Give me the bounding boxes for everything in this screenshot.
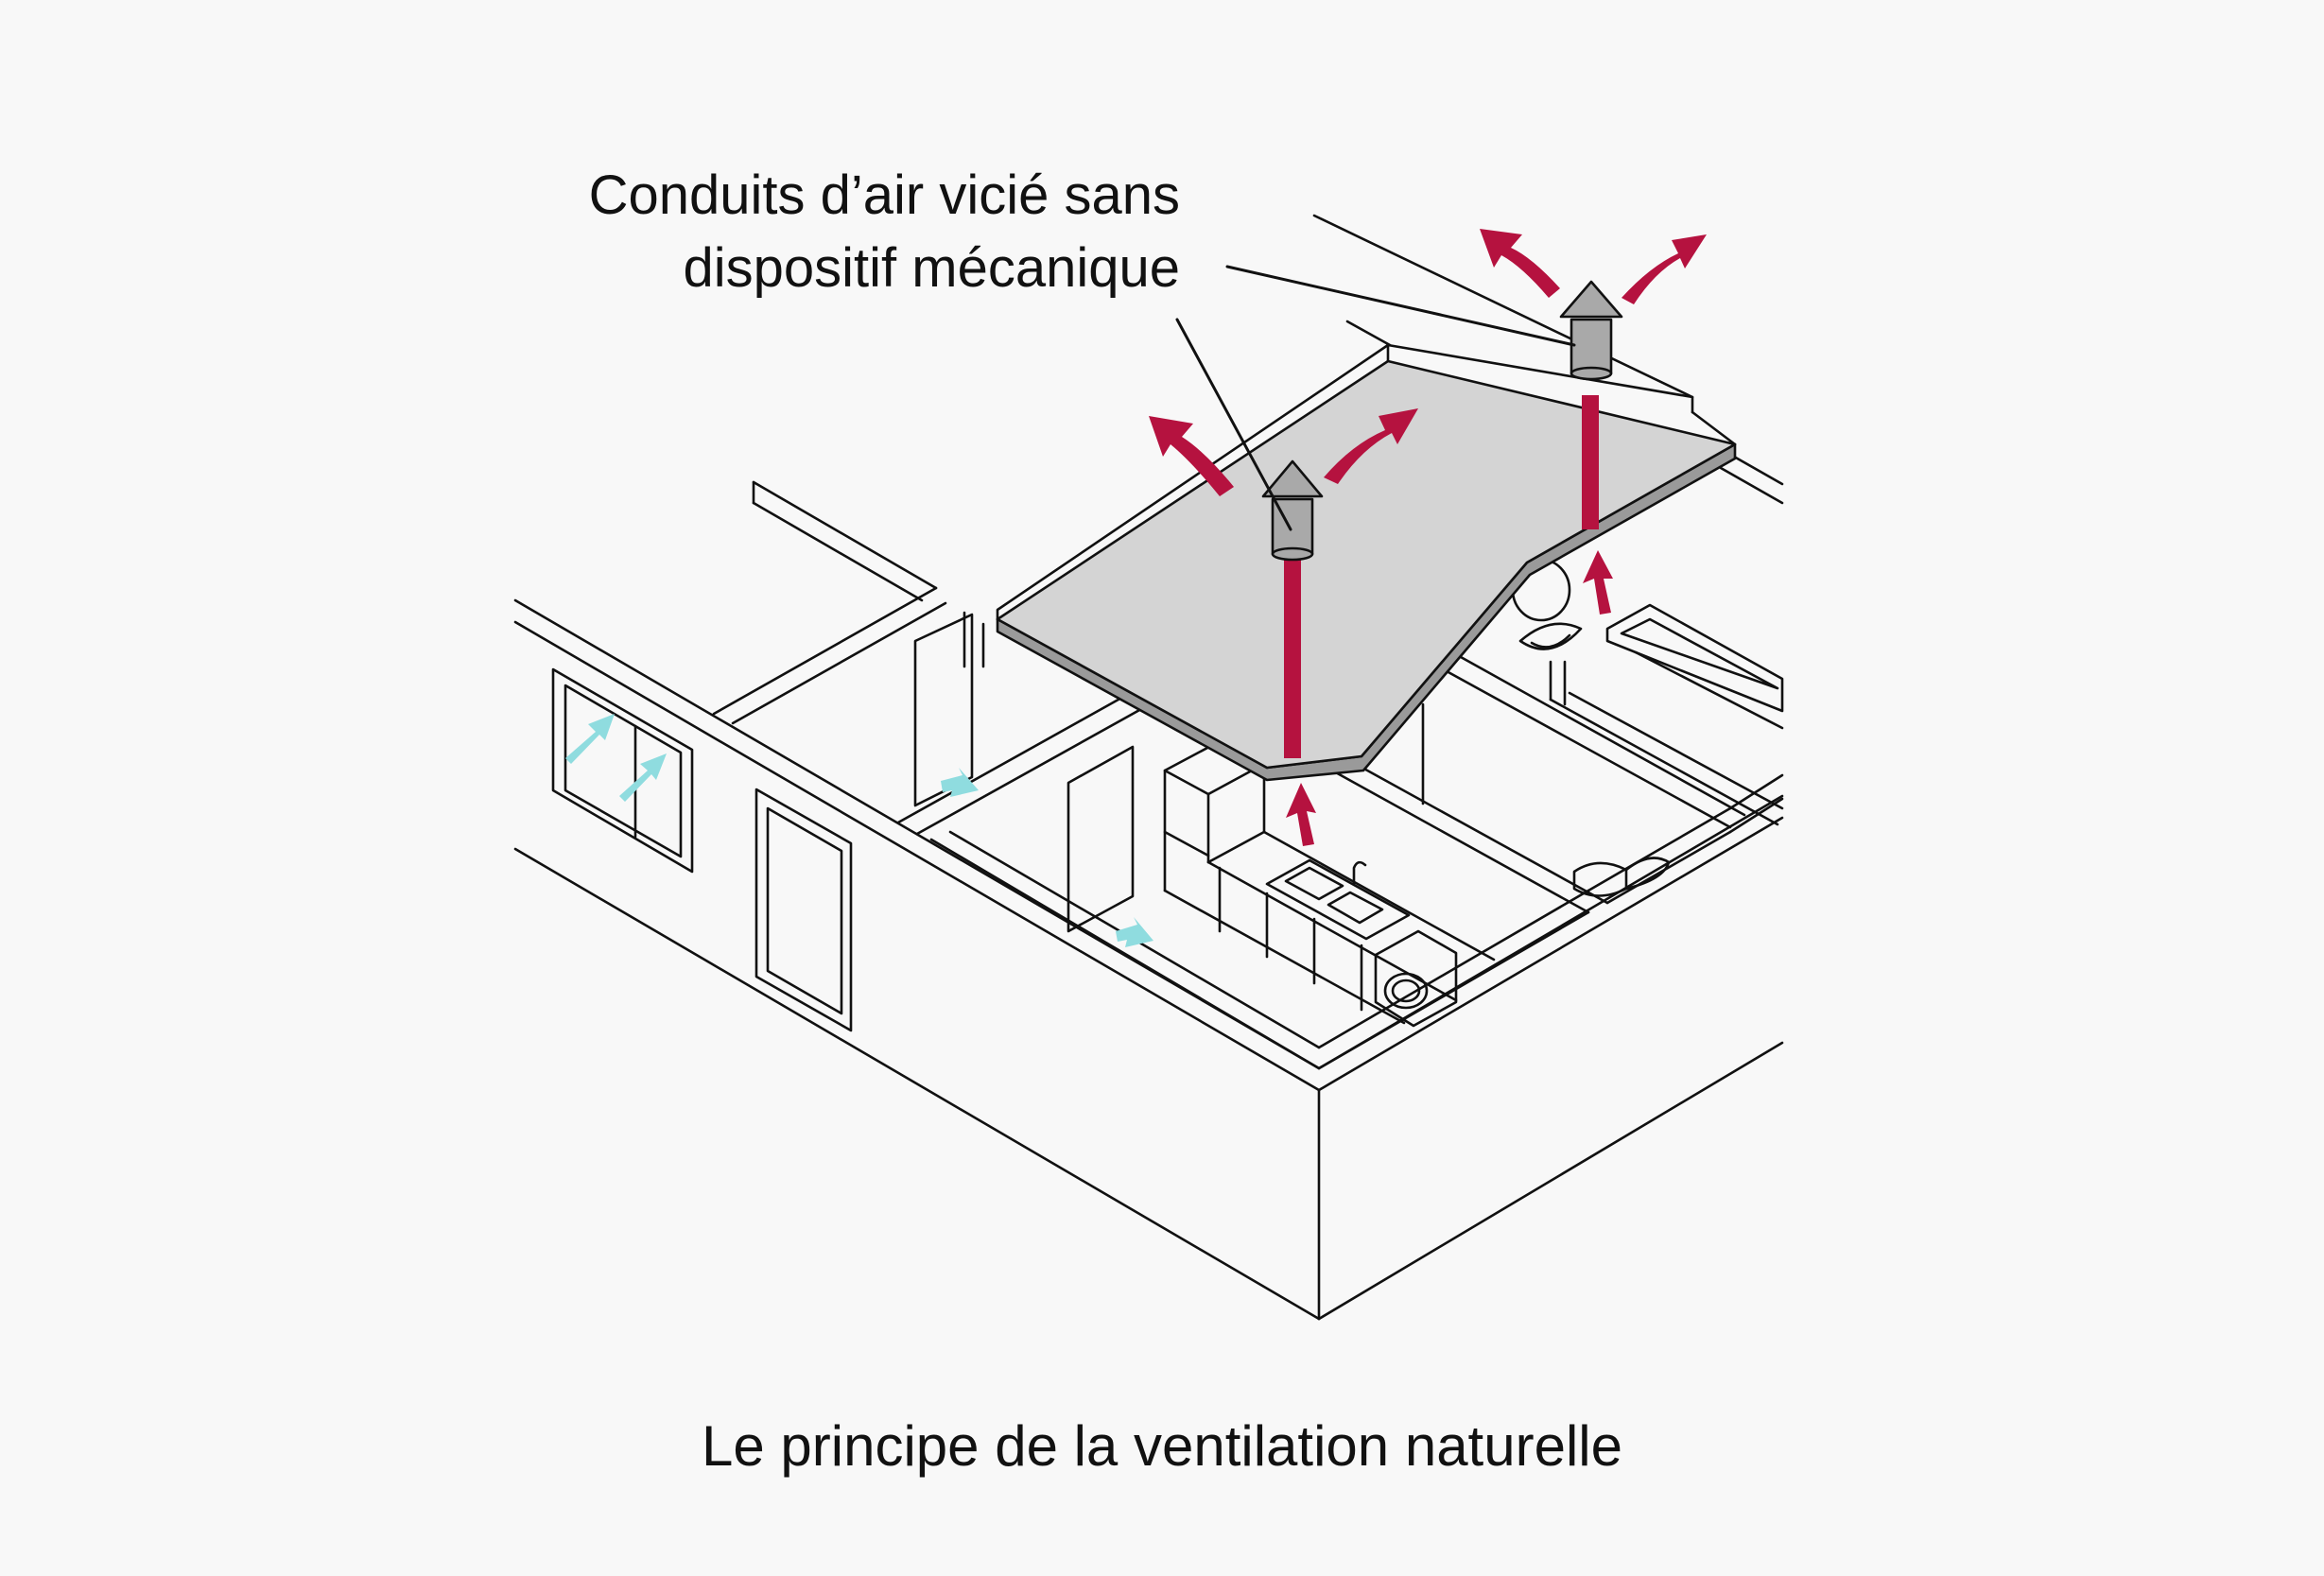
duct-right — [1582, 395, 1599, 529]
interior-doors — [913, 613, 1135, 933]
front-door — [754, 788, 853, 1032]
callout-label-line1: Conduits d’air vicié sans — [588, 165, 1180, 226]
stale-air-arrow-icon — [1149, 229, 1707, 846]
callout-label-line2: dispositif mécanique — [683, 237, 1180, 299]
stale-air-ducts — [1284, 395, 1599, 758]
roof — [996, 214, 1737, 782]
interior-walls — [712, 586, 1784, 1070]
front-window — [551, 667, 694, 874]
kitchen-cabinets — [1163, 738, 1496, 1028]
duct-left — [1284, 548, 1301, 758]
bathroom-fixtures — [1511, 558, 1784, 897]
diagram-caption: Le principe de la ventilation naturelle — [702, 1414, 1622, 1478]
roof-vent-cap-icon — [1559, 280, 1623, 381]
callout-leader-lines — [1175, 265, 1576, 531]
fresh-air-arrow-icon — [565, 714, 1153, 947]
